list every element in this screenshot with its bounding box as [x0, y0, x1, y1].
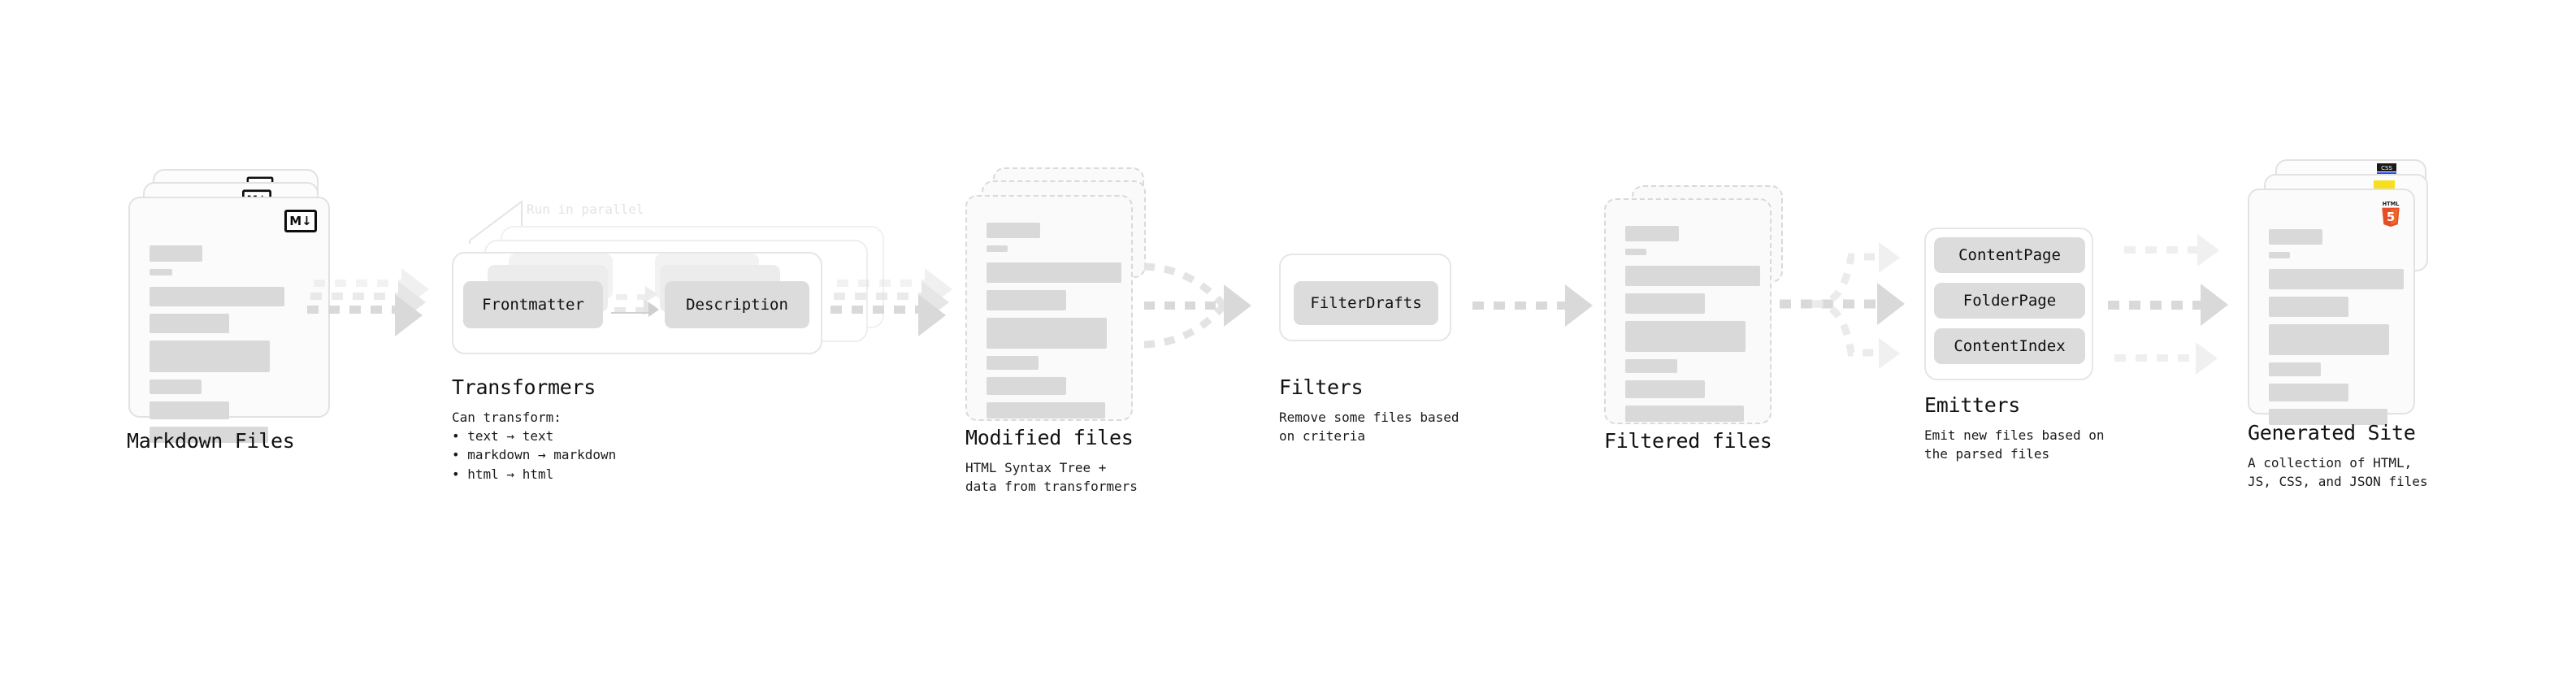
markdown-file-card-front: M↓ — [128, 197, 330, 443]
stage-title: Filters — [1279, 375, 1364, 399]
stage-title: Markdown Files — [127, 429, 295, 453]
stage-title: Emitters — [1924, 393, 2021, 417]
svg-text:5: 5 — [2387, 210, 2395, 224]
filter-chip-filterdrafts[interactable]: FilterDrafts — [1294, 281, 1438, 325]
svg-text:HTML: HTML — [2383, 201, 2400, 207]
emitter-chip-contentpage[interactable]: ContentPage — [1934, 237, 2085, 273]
stage-title: Modified files — [965, 426, 1134, 449]
svg-text:CSS: CSS — [2381, 165, 2392, 171]
arrowhead — [2196, 342, 2218, 375]
stage-subtitle: A collection of HTML, JS, CSS, and JSON … — [2248, 455, 2428, 490]
transformer-chip-description[interactable]: Description — [665, 281, 809, 328]
caption-markdown-files: Markdown Files — [127, 429, 295, 453]
stage-subtitle: Remove some files based on criteria — [1279, 410, 1459, 445]
branch-lines-icon — [1780, 253, 1879, 357]
file-content-lines — [2269, 229, 2404, 432]
filtered-file-card-front — [1604, 198, 1772, 424]
stage-subtitle: HTML Syntax Tree + data from transformer… — [965, 460, 1138, 495]
arrowhead — [2201, 284, 2228, 326]
file-content-lines — [1625, 226, 1760, 429]
arrowhead — [1879, 242, 1900, 273]
arrowhead — [395, 294, 423, 336]
caption-modified-files: Modified files HTML Syntax Tree + data f… — [965, 426, 1138, 496]
markdown-icon: M↓ — [284, 210, 317, 232]
arrowhead — [1877, 283, 1905, 325]
parallel-bracket-icon — [469, 200, 523, 244]
arrowhead — [2197, 234, 2219, 267]
caption-filters: Filters Remove some files based on crite… — [1279, 375, 1459, 445]
emitter-chip-folderpage[interactable]: FolderPage — [1934, 283, 2085, 319]
arrowhead — [1879, 338, 1900, 369]
merge-lines-icon — [1143, 262, 1230, 349]
stage-title: Transformers — [452, 375, 596, 399]
parallel-annotation: Run in parallel — [527, 202, 644, 217]
stage-title: Filtered files — [1604, 429, 1772, 453]
stage-subtitle: Can transform: • text → text • markdown … — [452, 410, 617, 482]
caption-transformers: Transformers Can transform: • text → tex… — [452, 375, 616, 484]
html5-icon: HTML 5 — [2382, 201, 2400, 228]
caption-generated-site: Generated Site A collection of HTML, JS,… — [2248, 421, 2428, 491]
css3-icon: CSS — [2377, 163, 2396, 175]
caption-emitters: Emitters Emit new files based on the par… — [1924, 393, 2105, 463]
modified-file-card-front — [965, 195, 1133, 421]
file-content-lines — [150, 245, 312, 450]
file-content-lines — [987, 223, 1121, 426]
arrowhead — [918, 294, 946, 336]
caption-filtered-files: Filtered files — [1604, 429, 1772, 453]
transformer-chip-frontmatter[interactable]: Frontmatter — [463, 281, 603, 328]
stage-subtitle: Emit new files based on the parsed files — [1924, 427, 2105, 462]
generated-file-card-html: HTML 5 — [2248, 189, 2415, 425]
emitter-chip-contentindex[interactable]: ContentIndex — [1934, 328, 2085, 364]
stage-title: Generated Site — [2248, 421, 2416, 445]
arrowhead — [1224, 284, 1251, 327]
arrowhead — [1565, 284, 1593, 327]
